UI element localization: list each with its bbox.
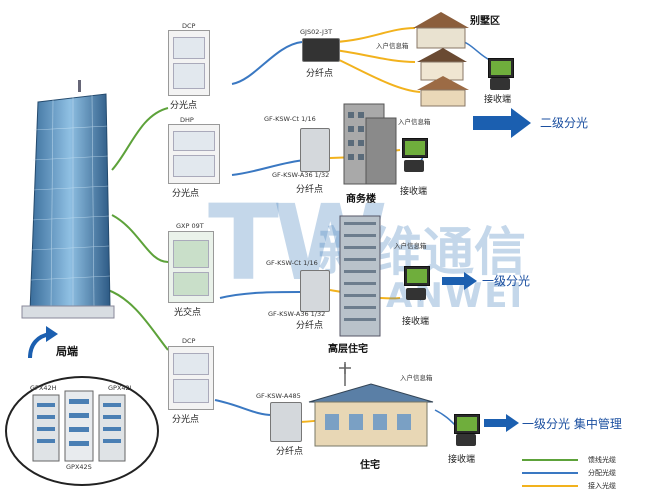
access-cable-2 bbox=[334, 49, 416, 63]
commercial-receiver-phone bbox=[404, 160, 424, 172]
legend-label-distribution: 分配光缆 bbox=[588, 469, 616, 477]
legend-line-access bbox=[522, 485, 578, 487]
villa-receiver-monitor bbox=[488, 58, 514, 78]
fiber3-model-top: GF-KSW-Ct 1/16 bbox=[266, 259, 318, 267]
legend-label-access: 接入光缆 bbox=[588, 482, 616, 490]
highrise-building bbox=[339, 215, 381, 337]
access-cable-3 bbox=[334, 57, 421, 93]
dist-cable-1 bbox=[231, 41, 303, 85]
tower-graphic bbox=[21, 80, 115, 319]
legend-label-feeder: 馈线光缆 bbox=[588, 456, 616, 464]
fiber4-label: 分纤点 bbox=[276, 447, 304, 457]
villa-houses bbox=[413, 12, 469, 107]
fiber1-label: 分纤点 bbox=[306, 69, 334, 79]
arrow-to-office bbox=[28, 326, 58, 359]
villa-receiver-phone bbox=[490, 78, 510, 90]
fiber4-box bbox=[270, 402, 302, 442]
highrise-receiver-phone bbox=[406, 288, 426, 300]
fiber3-model-bottom: GF-KSW-A36 1/32 bbox=[268, 310, 326, 318]
fiber3-box bbox=[300, 270, 330, 312]
receiver-link-4 bbox=[434, 409, 456, 426]
fiber2-model-top: GF-KSW-Ct 1/16 bbox=[264, 115, 316, 123]
highrise-label: 高层住宅 bbox=[328, 344, 368, 355]
office-rack-oval bbox=[5, 376, 159, 486]
commercial-receiver-label: 接收端 bbox=[400, 187, 428, 197]
tier-first-label: 一级分光 bbox=[482, 274, 531, 288]
feeder-cable-1 bbox=[111, 107, 169, 171]
split4-label: 分光点 bbox=[172, 415, 200, 425]
residence-receiver-monitor bbox=[454, 414, 480, 434]
residence-info-box-label: 入户信息箱 bbox=[400, 374, 433, 382]
legend-line-distribution bbox=[522, 472, 578, 474]
split4-cabinet bbox=[168, 346, 214, 410]
villa-info-box-label: 入户信息箱 bbox=[376, 42, 409, 50]
rack-label-gpx42i: GPX42I bbox=[108, 384, 132, 392]
fiber2-model-bottom: GF-KSW-A36 1/32 bbox=[272, 171, 330, 179]
split3-label: 光交点 bbox=[174, 308, 202, 318]
commercial-label: 商务楼 bbox=[346, 194, 376, 205]
feeder-cable-3 bbox=[107, 289, 169, 351]
residence-label: 住宅 bbox=[360, 460, 380, 471]
commercial-receiver-monitor bbox=[402, 138, 428, 158]
highrise-receiver-monitor bbox=[404, 266, 430, 286]
fiber3-label: 分纤点 bbox=[296, 321, 324, 331]
legend-line-feeder bbox=[522, 459, 578, 461]
central-office-tower bbox=[18, 80, 118, 320]
highrise-info-box-label: 入户信息箱 bbox=[394, 242, 427, 250]
split2-model: DHP bbox=[180, 116, 194, 124]
fiber1-closure bbox=[302, 38, 340, 62]
tier-arrow-second bbox=[473, 108, 531, 138]
residence-receiver-label: 接收端 bbox=[448, 455, 476, 465]
tier-arrow-first bbox=[442, 272, 477, 290]
split2-label: 分光点 bbox=[172, 189, 200, 199]
fiber2-box bbox=[300, 128, 330, 172]
highrise-receiver-label: 接收端 bbox=[402, 317, 430, 327]
split3-cabinet bbox=[168, 231, 214, 303]
residence-house bbox=[308, 362, 434, 447]
split4-model: DCP bbox=[182, 337, 196, 345]
residence-receiver-phone bbox=[456, 434, 476, 446]
split1-cabinet bbox=[168, 30, 210, 96]
rack-label-gpx42s: GPX42S bbox=[66, 463, 92, 471]
dist-cable-2 bbox=[231, 159, 306, 176]
split1-label: 分光点 bbox=[170, 101, 198, 111]
tier-arrow-central bbox=[484, 414, 519, 432]
split2-cabinet bbox=[168, 124, 220, 184]
tier-central-label: 一级分光 集中管理 bbox=[522, 417, 622, 431]
fiber2-label: 分纤点 bbox=[296, 185, 324, 195]
dist-cable-4 bbox=[214, 399, 273, 416]
split1-model: DCP bbox=[182, 22, 196, 30]
commercial-building bbox=[343, 103, 397, 185]
fiber4-model: GF-KSW-A485 bbox=[256, 392, 301, 400]
fiber1-model: GJS02-J3T bbox=[300, 28, 333, 36]
villa-receiver-label: 接收端 bbox=[484, 95, 512, 105]
villa-label: 别墅区 bbox=[470, 16, 500, 27]
tier-second-label: 二级分光 bbox=[540, 116, 589, 130]
central-office-label: 局端 bbox=[56, 345, 78, 358]
dist-cable-3 bbox=[219, 291, 301, 299]
feeder-cable-2 bbox=[111, 214, 169, 263]
rack-label-gpx42h: GPX42H bbox=[30, 384, 57, 392]
split3-model: GXP 09T bbox=[176, 222, 204, 230]
commercial-info-box-label: 入户信息箱 bbox=[398, 118, 431, 126]
access-cable-1 bbox=[334, 27, 416, 43]
